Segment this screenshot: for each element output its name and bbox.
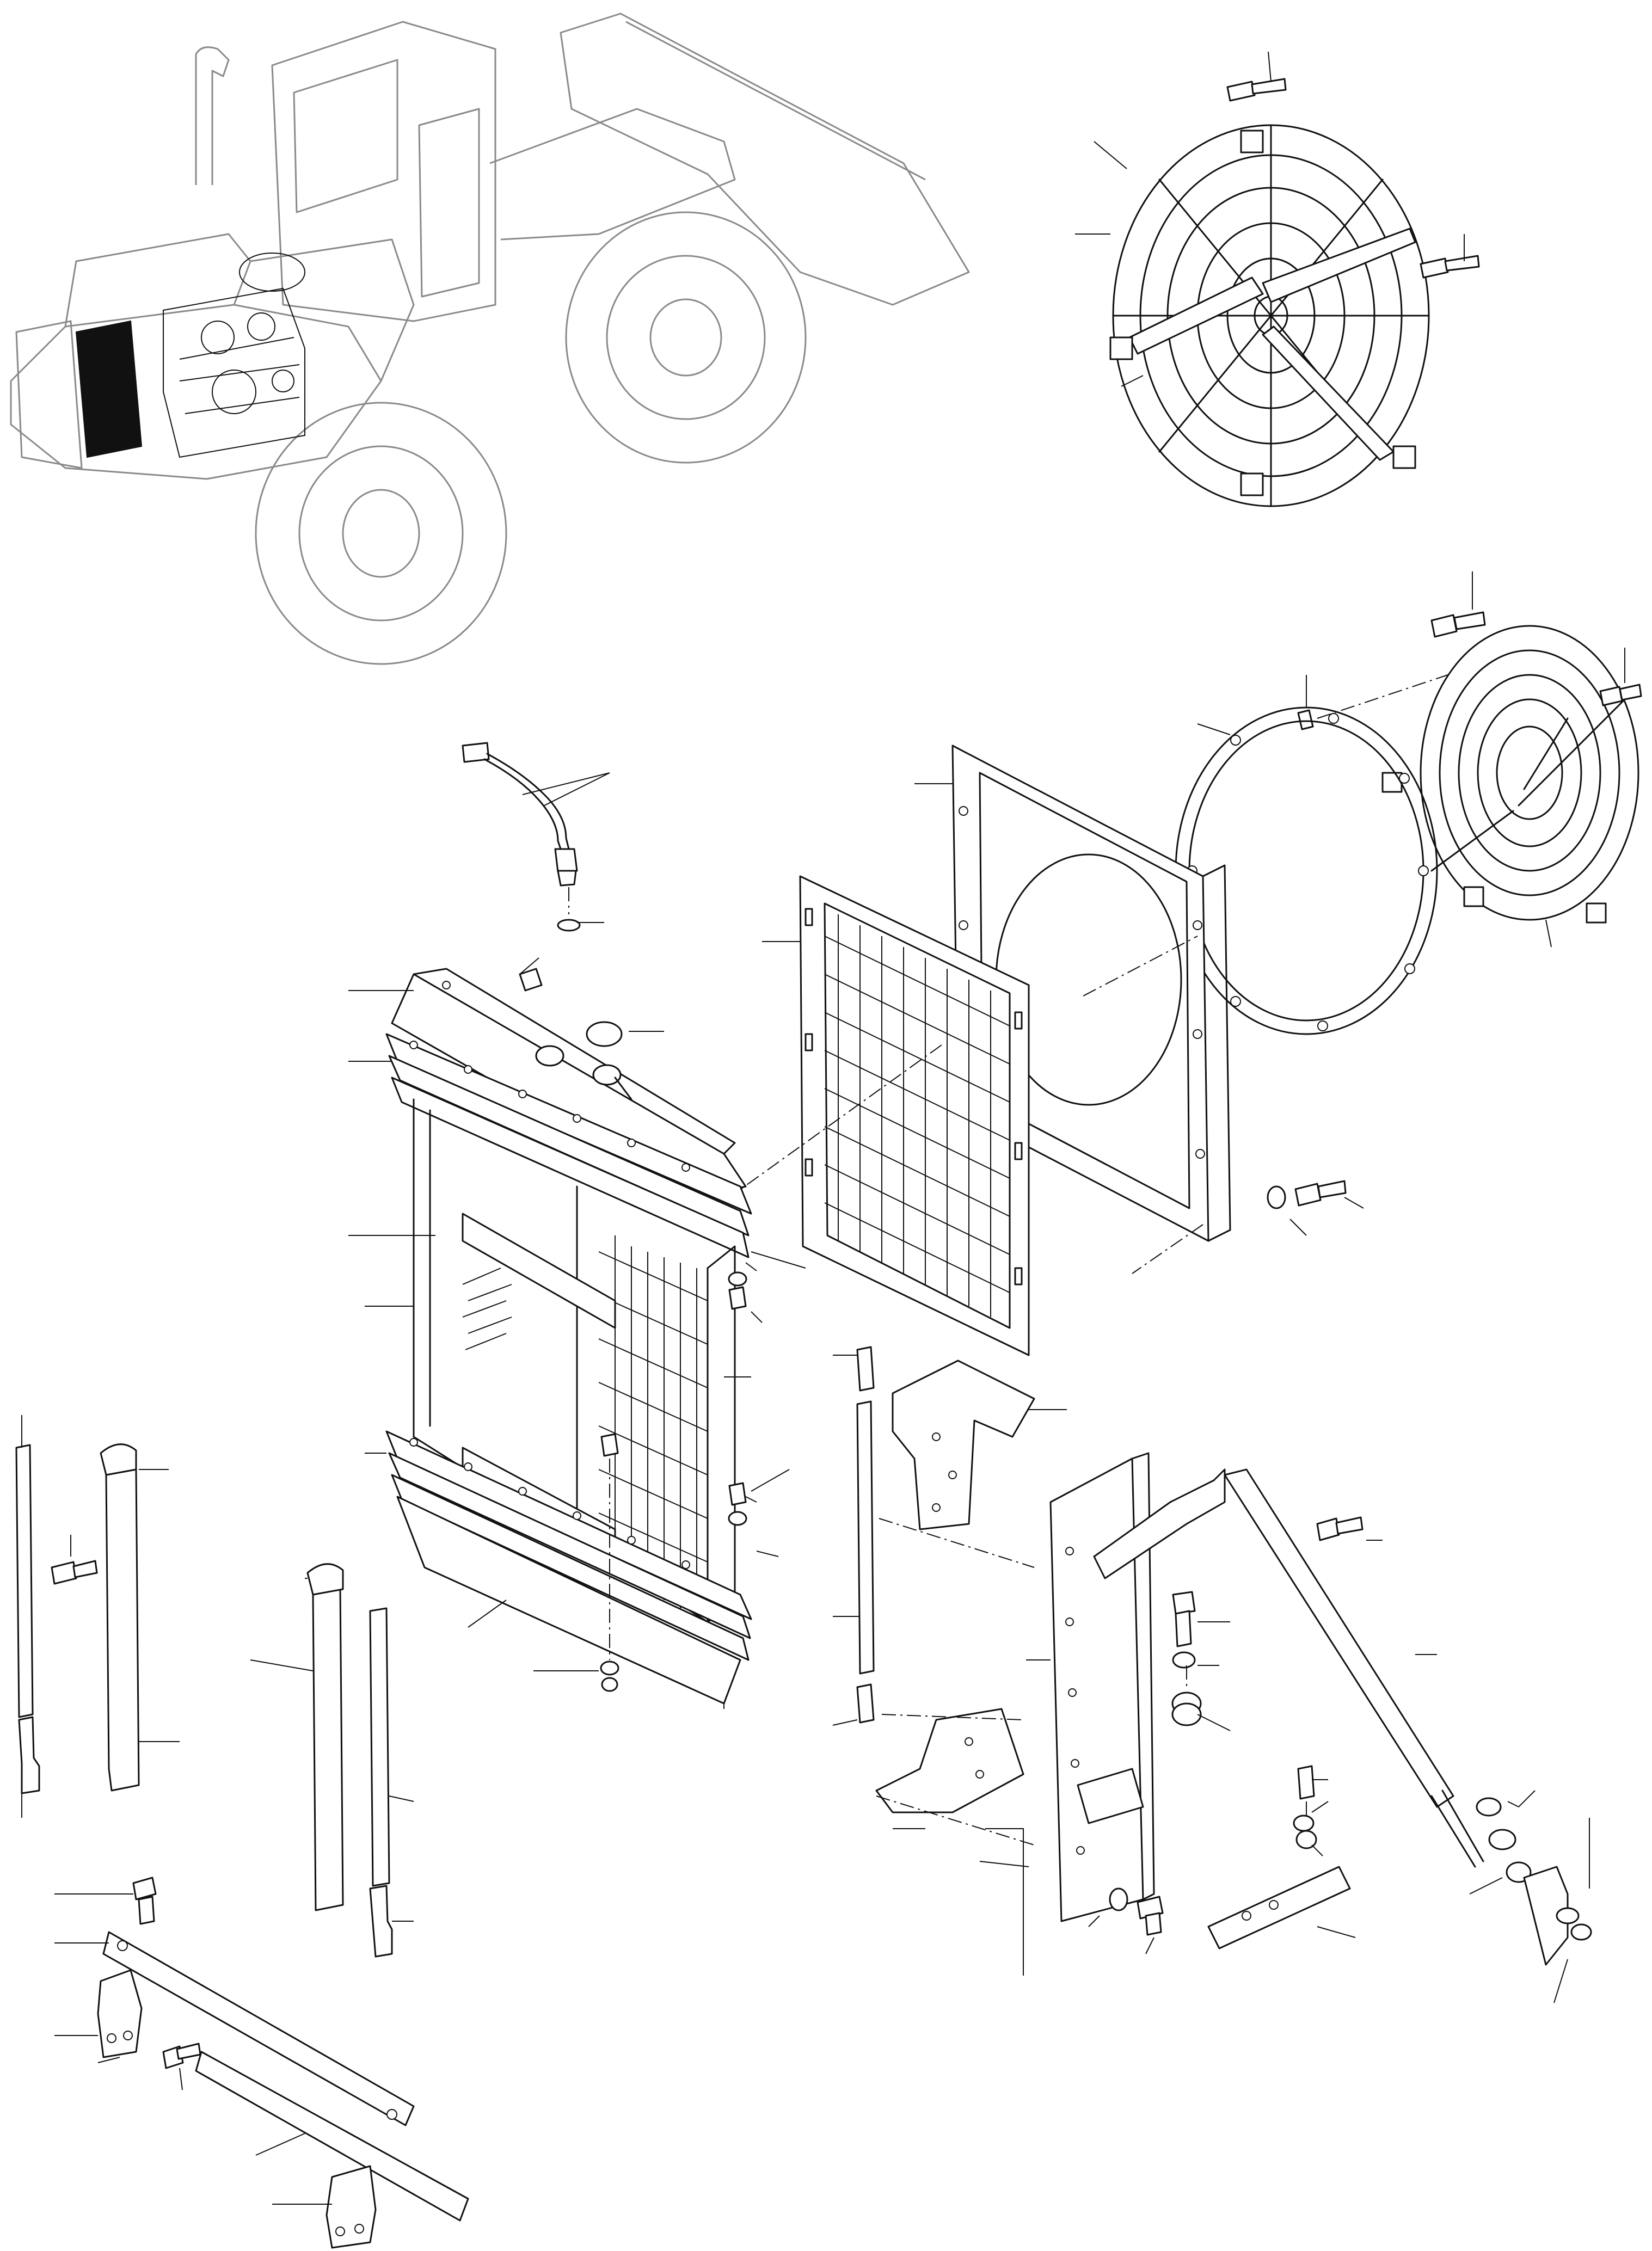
seal-strips (15, 1415, 414, 1958)
radiator-assembly (348, 957, 806, 1709)
grille-screen (729, 875, 1030, 1356)
bolt-icon (1226, 78, 1287, 102)
fan-guard-assembly (1075, 51, 1480, 507)
center-brackets (832, 1346, 1592, 2003)
wheel-loader-overview (10, 13, 970, 665)
radiator-location-highlight (75, 320, 143, 458)
mounting-brackets-left (54, 1877, 469, 2249)
fan-guard-rear (1297, 571, 1642, 948)
flange-holes (409, 1041, 690, 1569)
bolt-icon (1420, 255, 1480, 279)
temperature-sensor (462, 742, 610, 932)
